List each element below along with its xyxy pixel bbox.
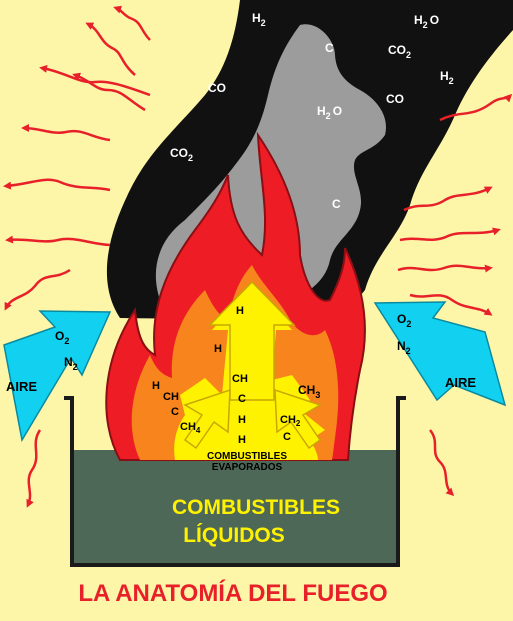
- diagram-title: LA ANATOMÍA DEL FUEGO: [78, 579, 387, 607]
- mol-left-2: C: [171, 406, 179, 418]
- mol-left-3: CH4: [180, 421, 201, 435]
- air-right-label: AIRE: [445, 375, 476, 390]
- smoke-molecule: H2: [252, 11, 266, 28]
- mol-right-top: CH3: [298, 383, 320, 400]
- mol-col-3: H: [238, 434, 246, 446]
- mol-center-mid: H: [214, 343, 222, 355]
- air-left-n2: N2: [64, 355, 78, 372]
- mol-col-0: CH: [232, 373, 248, 385]
- mol-col-2: H: [238, 414, 246, 426]
- air-right-o2: O2: [397, 312, 411, 329]
- smoke-molecule: CO2: [170, 146, 193, 163]
- air-right-n2: N2: [397, 339, 411, 356]
- smoke-molecule: CO: [386, 92, 404, 106]
- mol-right-low: C: [283, 431, 291, 443]
- air-arrow-right: [373, 301, 507, 407]
- smoke-molecule: C: [325, 41, 334, 55]
- smoke-molecule: CO: [208, 81, 226, 95]
- flame-molecules: H H CH C H H H CH C CH4 CH3 CH2 C: [152, 305, 320, 446]
- mol-right-mid: CH2: [280, 414, 301, 428]
- fuel-label-line2: LÍQUIDOS: [183, 524, 285, 547]
- mol-left-0: H: [152, 380, 160, 392]
- mol-col-1: C: [238, 393, 246, 405]
- vapor-arrows: [183, 280, 322, 450]
- smoke-molecule: H2: [440, 69, 454, 86]
- mol-left-1: CH: [163, 391, 179, 403]
- mol-center-top: H: [236, 305, 244, 317]
- tank-outline: [64, 396, 406, 567]
- fuel-liquid: [74, 450, 396, 563]
- heat-waves: [3, 5, 513, 508]
- air-left-label: AIRE: [6, 379, 37, 394]
- air-arrow-left: [3, 310, 112, 443]
- smoke-molecule: C: [332, 197, 341, 211]
- air-left-o2: O2: [55, 329, 69, 346]
- fuel-label-line1: COMBUSTIBLES: [172, 496, 340, 519]
- smoke-molecule: CO2: [388, 43, 411, 60]
- vapor-label-line1: COMBUSTIBLES: [207, 451, 287, 462]
- vapor-label-line2: EVAPORADOS: [212, 462, 283, 473]
